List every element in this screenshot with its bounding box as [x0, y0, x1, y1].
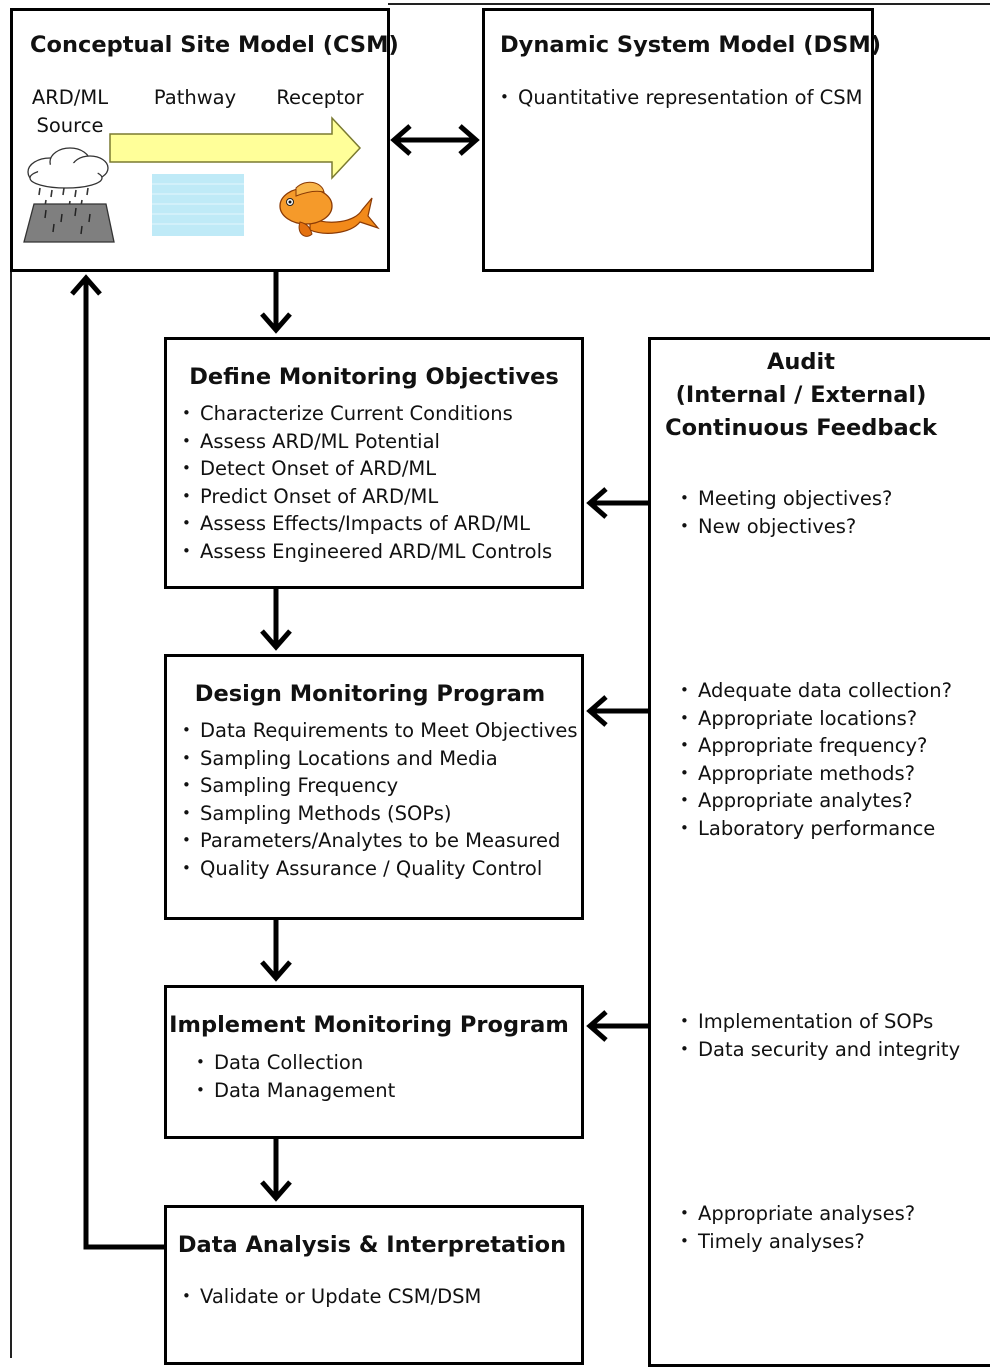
audit-define-feedback: Meeting objectives? New objectives? — [680, 485, 892, 540]
list-item: Data security and integrity — [680, 1036, 960, 1064]
pathway-arrow-icon — [109, 116, 362, 180]
csm-illustration — [23, 116, 380, 243]
arrow-down-icon — [260, 272, 292, 334]
list-item: Quality Assurance / Quality Control — [182, 855, 578, 883]
dsm-box — [482, 8, 874, 272]
list-item: Appropriate analyses? — [680, 1200, 915, 1228]
audit-title-line-3: Continuous Feedback — [665, 415, 937, 441]
csm-source-label-1: ARD/ML — [31, 86, 109, 109]
list-item: Adequate data collection? — [680, 677, 952, 705]
list-item: Timely analyses? — [680, 1228, 915, 1256]
csm-title: Conceptual Site Model (CSM) — [30, 32, 399, 58]
csm-pathway-label: Pathway — [153, 86, 237, 109]
list-item: Parameters/Analytes to be Measured — [182, 827, 578, 855]
dsm-title: Dynamic System Model (DSM) — [500, 32, 882, 58]
audit-title-line-1: Audit — [766, 349, 835, 375]
audit-design-feedback: Adequate data collection? Appropriate lo… — [680, 677, 952, 843]
implement-program-bullets: Data Collection Data Management — [196, 1049, 395, 1104]
arrow-down-icon — [260, 589, 292, 651]
arrow-left-icon — [586, 1010, 648, 1042]
arrow-down-icon — [260, 1139, 292, 1202]
frame-left-edge — [10, 270, 12, 1358]
audit-analysis-feedback: Appropriate analyses? Timely analyses? — [680, 1200, 915, 1255]
audit-implement-feedback: Implementation of SOPs Data security and… — [680, 1008, 960, 1063]
list-item: Detect Onset of ARD/ML — [182, 455, 552, 483]
list-item: Appropriate methods? — [680, 760, 952, 788]
list-item: Appropriate locations? — [680, 705, 952, 733]
audit-title: Audit (Internal / External) Continuous F… — [652, 346, 950, 445]
implement-program-title: Implement Monitoring Program — [169, 1012, 569, 1038]
list-item: Sampling Locations and Media — [182, 745, 578, 773]
list-item: Assess Engineered ARD/ML Controls — [182, 538, 552, 566]
feedback-loop-arrow-icon — [70, 274, 164, 1250]
csm-receptor-label: Receptor — [276, 86, 364, 109]
dsm-bullet: Quantitative representation of CSM — [500, 84, 863, 112]
frame-top-edge — [388, 3, 990, 5]
arrow-left-icon — [586, 487, 648, 519]
csm-dsm-double-arrow-icon — [390, 124, 480, 156]
list-item: Assess Effects/Impacts of ARD/ML — [182, 510, 552, 538]
design-program-bullets: Data Requirements to Meet Objectives Sam… — [182, 717, 578, 883]
list-item: Characterize Current Conditions — [182, 400, 552, 428]
list-item: Assess ARD/ML Potential — [182, 428, 552, 456]
list-item: Data Management — [196, 1077, 395, 1105]
list-item: New objectives? — [680, 513, 892, 541]
list-item: Meeting objectives? — [680, 485, 892, 513]
list-item: Data Requirements to Meet Objectives — [182, 717, 578, 745]
design-program-title: Design Monitoring Program — [194, 681, 546, 707]
dsm-bullets: Quantitative representation of CSM — [500, 84, 863, 112]
list-item: Appropriate frequency? — [680, 732, 952, 760]
water-icon — [152, 174, 244, 236]
define-objectives-title: Define Monitoring Objectives — [189, 364, 559, 390]
define-objectives-bullets: Characterize Current Conditions Assess A… — [182, 400, 552, 566]
cloud-icon — [27, 147, 109, 189]
arrow-down-icon — [260, 920, 292, 982]
audit-title-line-2: (Internal / External) — [675, 382, 927, 408]
rock-pile-icon — [23, 203, 115, 243]
data-analysis-title: Data Analysis & Interpretation — [177, 1232, 567, 1258]
goldfish-icon — [279, 181, 380, 237]
list-item: Data Collection — [196, 1049, 395, 1077]
list-item: Predict Onset of ARD/ML — [182, 483, 552, 511]
arrow-left-icon — [586, 695, 648, 727]
list-item: Validate or Update CSM/DSM — [182, 1283, 481, 1311]
list-item: Sampling Methods (SOPs) — [182, 800, 578, 828]
csm-source-label-2: Source — [36, 114, 104, 137]
list-item: Appropriate analytes? — [680, 787, 952, 815]
list-item: Sampling Frequency — [182, 772, 578, 800]
data-analysis-bullets: Validate or Update CSM/DSM — [182, 1283, 481, 1311]
list-item: Implementation of SOPs — [680, 1008, 960, 1036]
list-item: Laboratory performance — [680, 815, 952, 843]
